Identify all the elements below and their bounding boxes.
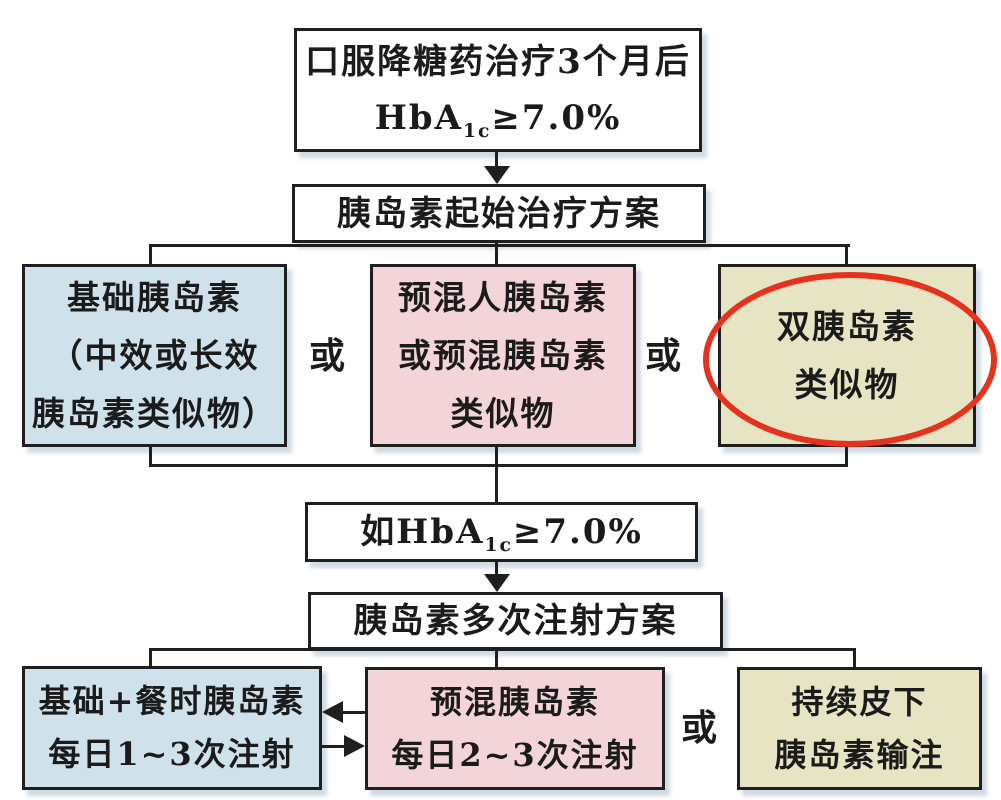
arrow-down-icon <box>484 166 510 184</box>
arrow-down-icon <box>484 574 510 592</box>
if-hba1c-node: 如HbA1c≥7.0% <box>305 502 698 562</box>
connector-ifhba1c-to-multi <box>495 562 498 579</box>
start-node-line2: HbA1c≥7.0% <box>374 98 622 142</box>
connector-branch1-horizontal <box>149 244 850 247</box>
connector-branch2-center-stub <box>495 648 498 667</box>
arrow-left-icon <box>322 701 343 723</box>
premix-daily-line2: 每日2~3次注射 <box>391 735 639 774</box>
premix-daily-line1: 预混胰岛素 <box>429 682 600 721</box>
connector-merge-center-stub <box>495 447 498 467</box>
premix-insulin-node: 预混人胰岛素 或预混胰岛素 类似物 <box>370 264 636 447</box>
or-label-3: 或 <box>680 707 717 749</box>
premix-insulin-line3: 类似物 <box>450 393 556 433</box>
basal-bolus-line1: 基础+餐时胰岛素 <box>38 682 306 720</box>
start-node-line1: 口服降糖药治疗3个月后 <box>305 42 691 82</box>
connector-branch2-left-stub <box>149 648 152 666</box>
connector-merge-horizontal <box>149 464 848 467</box>
premix-insulin-line1: 预混人胰岛素 <box>398 277 608 317</box>
basal-bolus-line2: 每日1~3次注射 <box>48 735 296 773</box>
connector-basalbolus-to-premix <box>322 745 347 748</box>
premix-insulin-line2: 或预混胰岛素 <box>398 335 608 375</box>
init-plan-label: 胰岛素起始治疗方案 <box>337 193 661 234</box>
or-label-2: 或 <box>644 335 681 377</box>
basal-insulin-line3: 胰岛素类似物） <box>32 393 277 433</box>
multi-injection-node: 胰岛素多次注射方案 <box>308 592 723 650</box>
connector-branch2-right-stub <box>853 648 856 667</box>
basal-bolus-node: 基础+餐时胰岛素 每日1~3次注射 <box>22 666 322 790</box>
arrow-right-icon <box>344 735 365 757</box>
csii-line1: 持续皮下 <box>791 682 928 721</box>
csii-line2: 胰岛素输注 <box>774 735 945 774</box>
connector-branch2-horizontal <box>149 648 856 651</box>
connector-premix-to-basalbolus <box>340 711 365 714</box>
connector-branch1-center-stub <box>495 243 498 266</box>
connector-merge-right-stub <box>845 447 848 467</box>
basal-insulin-line1: 基础胰岛素 <box>67 277 242 317</box>
if-hba1c-label: 如HbA1c≥7.0% <box>360 512 643 556</box>
connector-start-to-init <box>495 152 498 172</box>
or-label-1: 或 <box>308 335 345 377</box>
multi-injection-label: 胰岛素多次注射方案 <box>353 601 678 641</box>
basal-insulin-line2: （中效或长效 <box>49 335 260 375</box>
init-plan-node: 胰岛素起始治疗方案 <box>292 184 706 243</box>
basal-insulin-node: 基础胰岛素 （中效或长效 胰岛素类似物） <box>22 264 287 447</box>
connector-branch1-right-stub <box>845 244 848 266</box>
connector-branch1-left-stub <box>149 244 152 266</box>
connector-merge-to-ifhba1c <box>495 464 498 504</box>
csii-node: 持续皮下 胰岛素输注 <box>737 667 982 790</box>
highlight-ellipse-icon <box>703 272 997 447</box>
start-node: 口服降糖药治疗3个月后 HbA1c≥7.0% <box>294 28 702 152</box>
premix-daily-node: 预混胰岛素 每日2~3次注射 <box>365 667 665 790</box>
connector-merge-left-stub <box>149 447 152 467</box>
